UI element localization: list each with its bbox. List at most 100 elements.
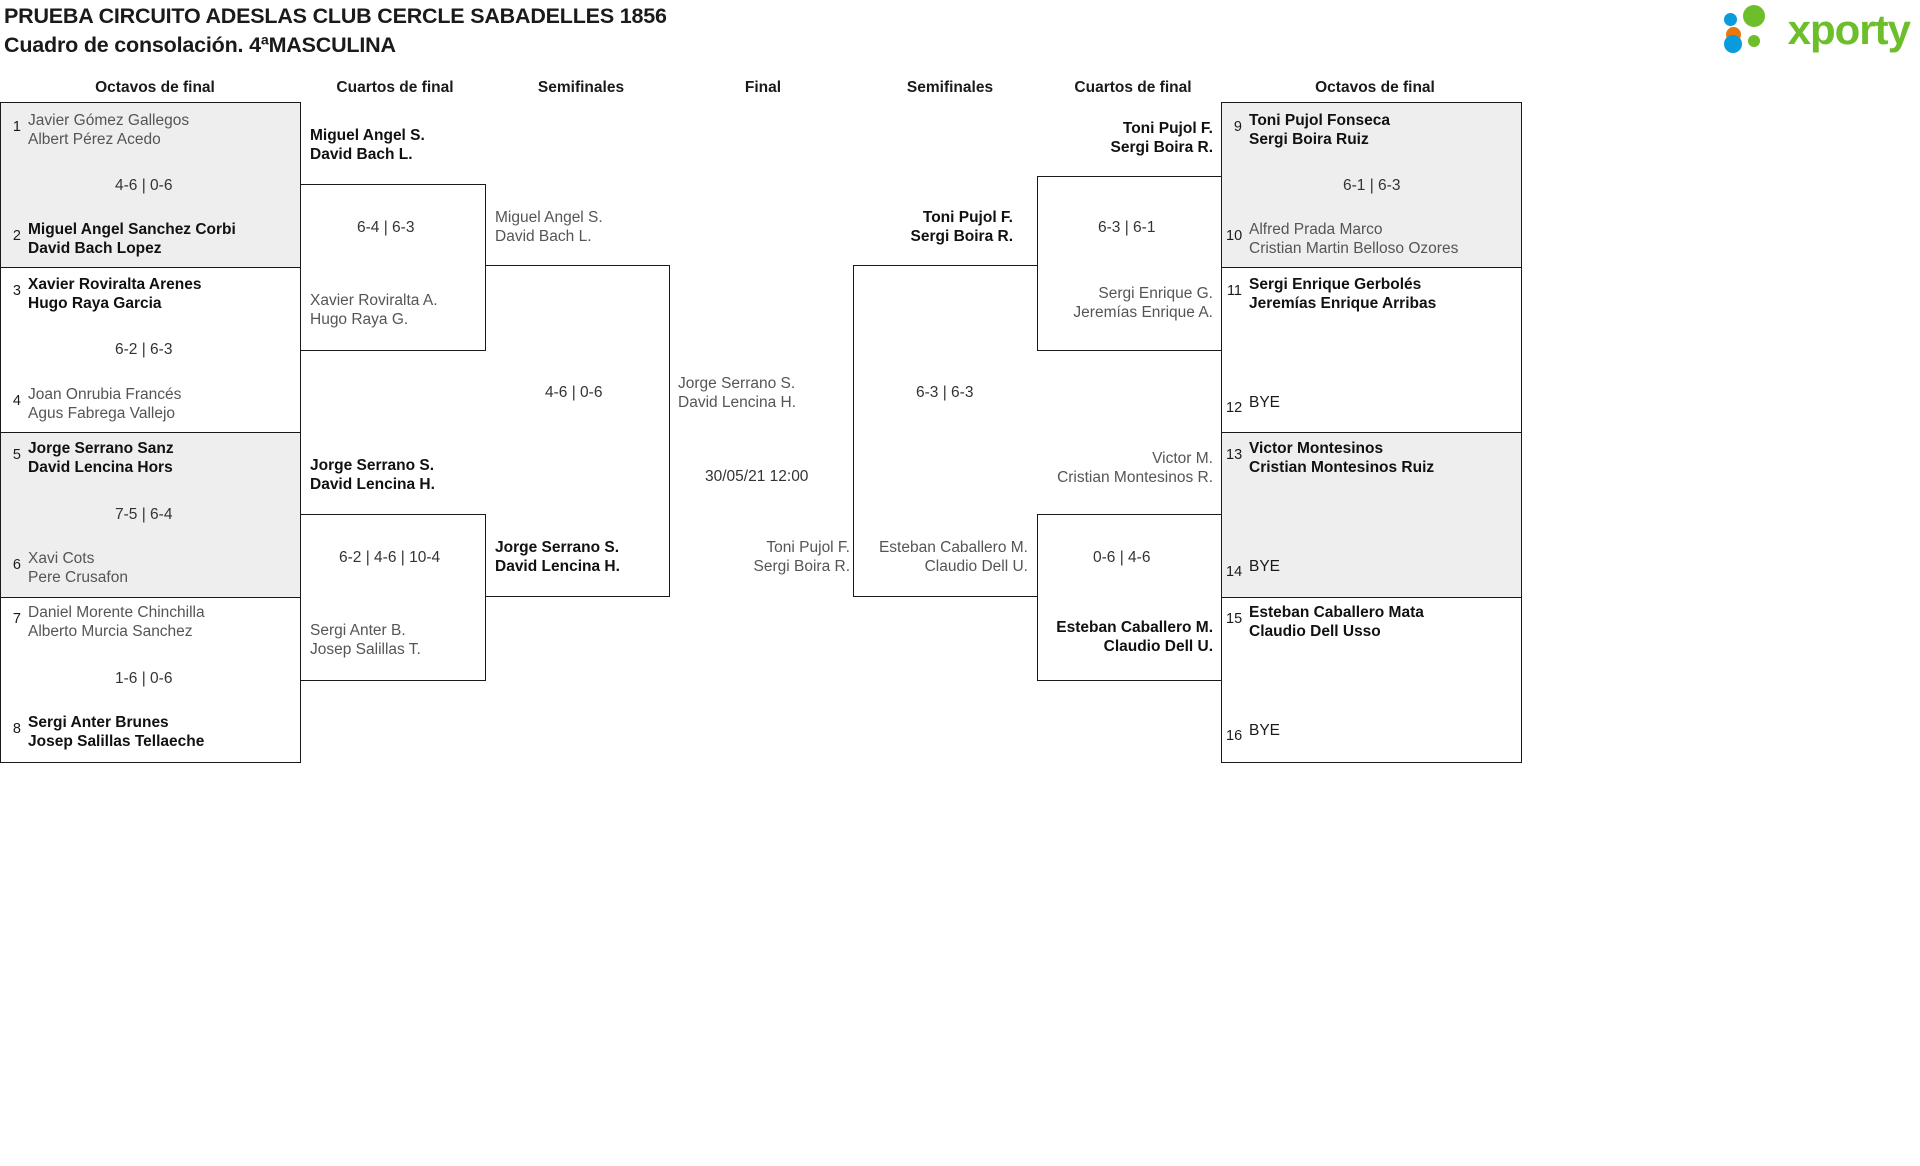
player-1: Toni Pujol Fonseca [1249,112,1390,129]
seed-entry-6[interactable]: 6 Xavi Cots Pere Crusafon [5,550,128,588]
cuartos-right-box-2 [1037,514,1222,681]
score-cuartos-right-1: 6-3 | 6-1 [1098,219,1156,236]
player-1: Jorge Serrano S. [310,457,435,474]
logo-wordmark: xporty [1787,6,1911,53]
seed-players: Xavi Cots Pere Crusafon [28,550,128,588]
player-1: Jorge Serrano S. [495,539,620,556]
tournament-title: PRUEBA CIRCUITO ADESLAS CLUB CERCLE SABA… [4,4,667,28]
cuartos-left-pair-4[interactable]: Sergi Anter B. Josep Salillas T. [310,622,421,660]
score-cuartos-left-2: 6-2 | 4-6 | 10-4 [339,549,441,566]
round-label-octavos-right: Octavos de final [1315,79,1435,96]
final-pair-top[interactable]: Jorge Serrano S. David Lencina H. [678,375,796,413]
player-2: Claudio Dell Usso [1249,622,1381,640]
seed-entry-4[interactable]: 4 Joan Onrubia Francés Agus Fabrega Vall… [5,386,181,424]
player-1: Victor M. [1152,450,1213,467]
player-1: Xavier Roviralta A. [310,292,438,309]
cuartos-left-pair-1[interactable]: Miguel Angel S. David Bach L. [310,127,425,165]
player-1: Esteban Caballero Mata [1249,604,1424,621]
cuartos-right-pair-3[interactable]: Victor M. Cristian Montesinos R. [1030,450,1213,488]
player-2: Sergi Boira R. [910,227,1014,245]
player-1: Toni Pujol F. [922,209,1013,226]
page-title: PRUEBA CIRCUITO ADESLAS CLUB CERCLE SABA… [4,4,667,58]
player-2: Jeremías Enrique A. [1073,303,1213,321]
cuartos-left-pair-2[interactable]: Xavier Roviralta A. Hugo Raya G. [310,292,438,330]
player-2: David Bach L. [495,227,592,245]
seed-number: 9 [1233,119,1242,135]
seed-entry-2[interactable]: 2 Miguel Angel Sanchez Corbi David Bach … [5,221,236,259]
bye-label: BYE [1249,722,1281,739]
seed-players: Joan Onrubia Francés Agus Fabrega Vallej… [28,386,181,424]
seed-entry-7[interactable]: 7 Daniel Morente Chinchilla Alberto Murc… [5,604,205,642]
cuartos-left-box-1 [301,184,486,351]
seed-entry-13[interactable]: 13 Victor Montesinos Cristian Montesinos… [1226,440,1434,478]
final-pair-bottom[interactable]: Toni Pujol F. Sergi Boira R. [672,539,850,577]
seed-entry-9[interactable]: 9 Toni Pujol Fonseca Sergi Boira Ruiz [1226,112,1390,150]
seed-entry-12[interactable]: 12 BYE [1226,393,1280,416]
cuartos-left-pair-3[interactable]: Jorge Serrano S. David Lencina H. [310,457,435,495]
player-1: Toni Pujol F. [766,539,850,556]
seed-number: 15 [1226,611,1243,627]
seed-players: Toni Pujol Fonseca Sergi Boira Ruiz [1249,112,1390,150]
seed-entry-8[interactable]: 8 Sergi Anter Brunes Josep Salillas Tell… [5,714,204,752]
seed-entry-14[interactable]: 14 BYE [1226,557,1280,580]
bye-label: BYE [1249,558,1281,575]
player-1: Esteban Caballero M. [878,539,1028,556]
seed-entry-16[interactable]: 16 BYE [1226,721,1280,744]
seed-number: 1 [12,119,21,135]
seed-number: 11 [1226,283,1242,299]
player-1: Victor Montesinos [1249,440,1384,457]
player-2: David Lencina H. [678,393,797,411]
cuartos-right-pair-4[interactable]: Esteban Caballero M. Claudio Dell U. [1020,619,1213,657]
semis-right-pair-2[interactable]: Esteban Caballero M. Claudio Dell U. [853,539,1028,577]
player-2: Cristian Montesinos Ruiz [1249,458,1435,476]
player-2: Albert Pérez Acedo [28,130,161,148]
seed-players: Jorge Serrano Sanz David Lencina Hors [28,440,174,478]
seed-players: Xavier Roviralta Arenes Hugo Raya Garcia [28,276,201,314]
score-match-2: 6-2 | 6-3 [115,341,173,358]
player-2: Josep Salillas Tellaeche [28,732,205,750]
seed-entry-15[interactable]: 15 Esteban Caballero Mata Claudio Dell U… [1226,604,1424,642]
score-match-3: 7-5 | 6-4 [115,506,173,523]
round-label-cuartos-left: Cuartos de final [336,79,454,96]
seed-block-13-14 [1221,432,1522,598]
player-2: Pere Crusafon [28,568,128,586]
seed-entry-10[interactable]: 10 Alfred Prada Marco Cristian Martin Be… [1226,221,1458,259]
seed-entry-3[interactable]: 3 Xavier Roviralta Arenes Hugo Raya Garc… [5,276,202,314]
tournament-subtitle: Cuadro de consolación. 4ªMASCULINA [4,33,396,57]
player-1: Jorge Serrano S. [678,375,796,392]
seed-number: 10 [1226,228,1243,244]
score-cuartos-left-1: 6-4 | 6-3 [357,219,415,236]
round-label-semis-right: Semifinales [906,79,994,96]
player-1: Javier Gómez Gallegos [28,112,190,129]
player-1: Sergi Enrique G. [1098,285,1213,302]
bye-label: BYE [1249,394,1281,411]
player-1: Miguel Angel Sanchez Corbi [28,221,236,238]
cuartos-right-box-1 [1037,176,1222,351]
player-2: David Bach L. [310,145,413,163]
seed-entry-5[interactable]: 5 Jorge Serrano Sanz David Lencina Hors [5,440,174,478]
score-semis-right: 6-3 | 6-3 [916,384,974,401]
player-2: Hugo Raya G. [310,310,409,328]
player-1: Sergi Anter Brunes [28,714,169,731]
score-match-9: 6-1 | 6-3 [1343,177,1401,194]
seed-entry-1[interactable]: 1 Javier Gómez Gallegos Albert Pérez Ace… [5,112,189,150]
semis-left-pair-1[interactable]: Miguel Angel S. David Bach L. [495,209,603,247]
semis-right-pair-1[interactable]: Toni Pujol F. Sergi Boira R. [853,209,1014,247]
player-2: Sergi Boira R. [1110,138,1214,156]
player-2: David Lencina H. [495,557,620,575]
semis-left-pair-2[interactable]: Jorge Serrano S. David Lencina H. [495,539,620,577]
cuartos-right-pair-2[interactable]: Sergi Enrique G. Jeremías Enrique A. [1030,285,1213,323]
player-2: Cristian Martin Belloso Ozores [1249,239,1459,257]
score-match-4: 1-6 | 0-6 [115,670,173,687]
player-1: Esteban Caballero M. [1056,619,1213,636]
player-1: Joan Onrubia Francés [28,386,182,403]
player-1: Alfred Prada Marco [1249,221,1383,238]
player-1: Miguel Angel S. [310,127,425,144]
seed-number: 6 [12,557,21,573]
seed-number: 8 [12,721,21,737]
seed-entry-11[interactable]: 11 Sergi Enrique Gerbolés Jeremías Enriq… [1226,276,1436,314]
player-1: Xavier Roviralta Arenes [28,276,202,293]
player-1: Sergi Anter B. [310,622,406,639]
cuartos-right-pair-1[interactable]: Toni Pujol F. Sergi Boira R. [1030,120,1214,158]
